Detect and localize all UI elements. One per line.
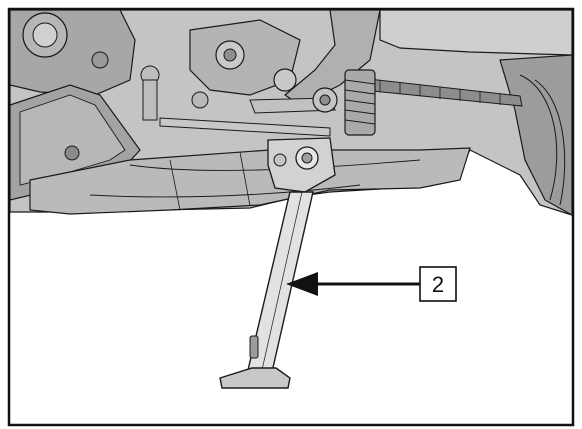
stand-foot xyxy=(219,367,291,389)
motorcycle-frame-assembly xyxy=(9,9,573,217)
callout-number: 2 xyxy=(432,272,444,297)
callout-label-2: 2 xyxy=(419,266,457,302)
figure-border xyxy=(7,7,575,427)
callout-arrow xyxy=(286,272,420,296)
side-stand xyxy=(219,137,336,389)
spring-component xyxy=(344,69,376,136)
